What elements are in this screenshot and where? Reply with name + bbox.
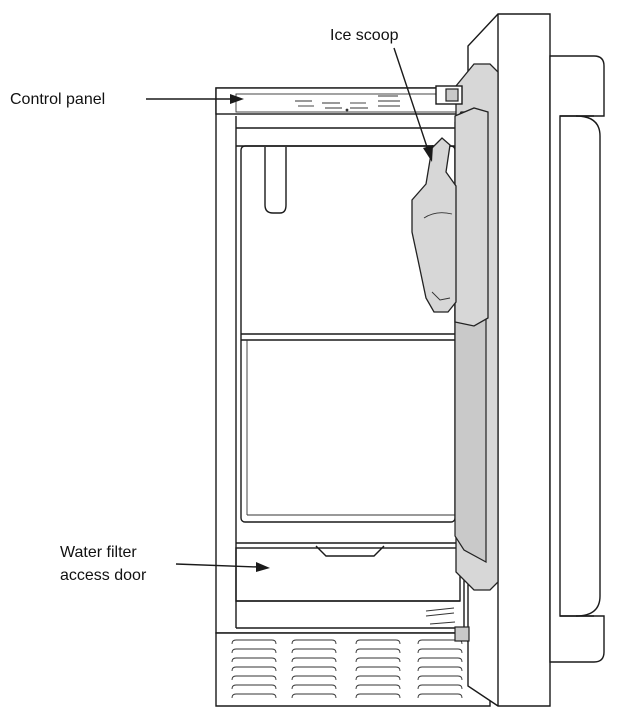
grille-slat	[417, 684, 463, 690]
ice-chute	[264, 147, 287, 214]
door	[435, 13, 551, 707]
grille-slat	[231, 666, 277, 672]
grille-slat	[355, 675, 401, 681]
grille-slat	[355, 684, 401, 690]
ice-scoop	[411, 137, 457, 313]
grille-slat	[231, 648, 277, 654]
grille-slat	[417, 657, 463, 663]
bottom-hinge	[454, 626, 470, 642]
callout-ice-scoop: Ice scoop	[330, 27, 433, 162]
grille-slat	[355, 693, 401, 699]
grille-slat	[355, 648, 401, 654]
label-water-filter-line1: Water filter	[60, 544, 137, 561]
grille-slat	[355, 657, 401, 663]
callout-water-filter-access-door: Water filter access door	[60, 544, 270, 584]
grille-slat	[231, 675, 277, 681]
grille-slat	[231, 693, 277, 699]
control-panel	[215, 87, 465, 115]
grille-slat	[291, 657, 337, 663]
grille-slat	[231, 657, 277, 663]
grille-slat	[291, 684, 337, 690]
grille-slat	[355, 666, 401, 672]
grille-slat	[417, 639, 463, 645]
kick-plate-grille	[215, 632, 491, 707]
grille-slat	[291, 639, 337, 645]
grille-slat	[417, 693, 463, 699]
grille-slat	[291, 648, 337, 654]
grille-slat	[291, 693, 337, 699]
cabinet	[215, 87, 465, 634]
grille-slat	[417, 666, 463, 672]
grille-slat	[417, 648, 463, 654]
grille-slat	[291, 675, 337, 681]
label-water-filter-line2: access door	[60, 567, 147, 584]
grille-slat	[231, 639, 277, 645]
grille-slat	[417, 675, 463, 681]
callout-control-panel: Control panel	[10, 91, 244, 108]
label-control-panel: Control panel	[10, 91, 105, 108]
grille-slat	[231, 684, 277, 690]
grille-slat	[291, 666, 337, 672]
control-panel-buttons	[295, 95, 400, 112]
door-handle	[549, 55, 605, 663]
grille-slat	[355, 639, 401, 645]
label-ice-scoop: Ice scoop	[330, 27, 399, 44]
